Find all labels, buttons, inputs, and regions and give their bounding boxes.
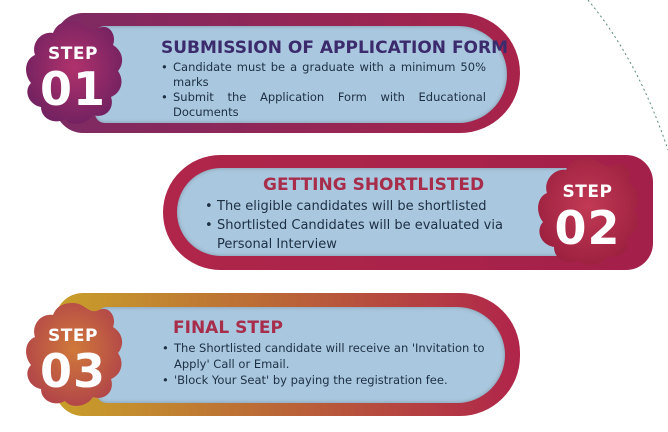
step-01-title: SUBMISSION OF APPLICATION FORM bbox=[161, 38, 509, 58]
step-03-bullet-2: 'Block Your Seat' by paying the registra… bbox=[162, 372, 492, 388]
step-02-bullet-2: Shortlisted Candidates will be evaluated… bbox=[205, 216, 535, 254]
step-02-bullets: The eligible candidates will be shortlis… bbox=[205, 197, 535, 254]
step-01-bullet-1: Candidate must be a graduate with a mini… bbox=[161, 60, 486, 90]
step-02-word: STEP bbox=[562, 182, 613, 202]
step-01-word: STEP bbox=[48, 44, 98, 64]
step-02-bullet-1: The eligible candidates will be shortlis… bbox=[205, 197, 535, 216]
step-03-bullets: The Shortlisted candidate will receive a… bbox=[162, 340, 492, 388]
step-01-bullet-2: Submit the Application Form with Educati… bbox=[161, 90, 486, 120]
flower-badge-icon bbox=[26, 21, 123, 124]
step-01-bullets: Candidate must be a graduate with a mini… bbox=[161, 60, 486, 120]
flower-badge-icon bbox=[26, 303, 123, 406]
step-03-bullet-1: The Shortlisted candidate will receive a… bbox=[162, 340, 492, 372]
decorative-curve bbox=[587, 0, 668, 151]
step-03-badge: STEP 03 bbox=[18, 300, 128, 410]
step-03-number: 03 bbox=[39, 344, 106, 398]
step-01: STEP 01 SUBMISSION OF APPLICATION FORM C… bbox=[0, 0, 668, 140]
step-02-title: GETTING SHORTLISTED bbox=[263, 175, 485, 195]
step-03-title: FINAL STEP bbox=[173, 318, 283, 338]
step-01-number: 01 bbox=[39, 62, 106, 116]
step-02-badge: STEP 02 bbox=[530, 155, 645, 270]
step-03-word: STEP bbox=[48, 326, 98, 346]
step-02-number: 02 bbox=[554, 201, 621, 255]
step-01-badge: STEP 01 bbox=[18, 18, 128, 128]
flower-badge-icon bbox=[538, 158, 639, 265]
